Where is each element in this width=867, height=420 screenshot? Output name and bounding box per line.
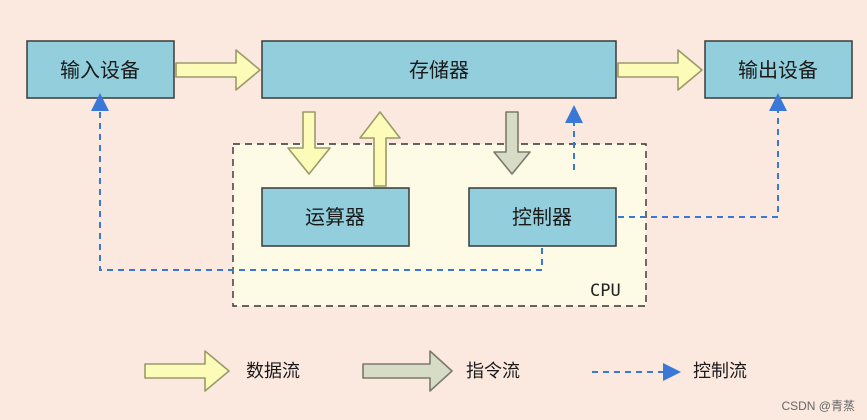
input-device-node: 输入设备: [26, 40, 175, 99]
memory-label: 存储器: [409, 58, 469, 82]
legend: 数据流 指令流 控制流: [144, 350, 747, 392]
memory-node: 存储器: [261, 40, 617, 99]
legend-control-flow-label: 控制流: [693, 361, 747, 382]
data-arrow-alu-to-memory: [359, 111, 401, 187]
alu-label: 运算器: [305, 205, 365, 229]
data-arrow-input-to-memory: [175, 49, 261, 91]
input-device-label: 输入设备: [60, 58, 140, 82]
instruction-arrow-memory-to-controller: [493, 111, 531, 175]
legend-data-arrow: [144, 350, 230, 392]
controller-label: 控制器: [512, 205, 572, 229]
cpu-label: CPU: [590, 281, 621, 301]
legend-instruction-flow-label: 指令流: [466, 361, 520, 382]
legend-data-flow-label: 数据流: [246, 361, 300, 382]
output-device-label: 输出设备: [738, 58, 818, 82]
control-flow-controller-to-input: [91, 93, 543, 271]
control-flow-controller-to-output: [618, 93, 787, 218]
data-arrow-memory-to-output: [617, 49, 703, 91]
output-device-node: 输出设备: [704, 40, 853, 99]
alu-node: 运算器: [261, 187, 410, 247]
watermark: CSDN @青蒸: [781, 399, 855, 413]
data-arrow-memory-to-alu: [287, 111, 331, 175]
controller-node: 控制器: [468, 187, 617, 247]
legend-instruction-arrow: [362, 350, 453, 392]
